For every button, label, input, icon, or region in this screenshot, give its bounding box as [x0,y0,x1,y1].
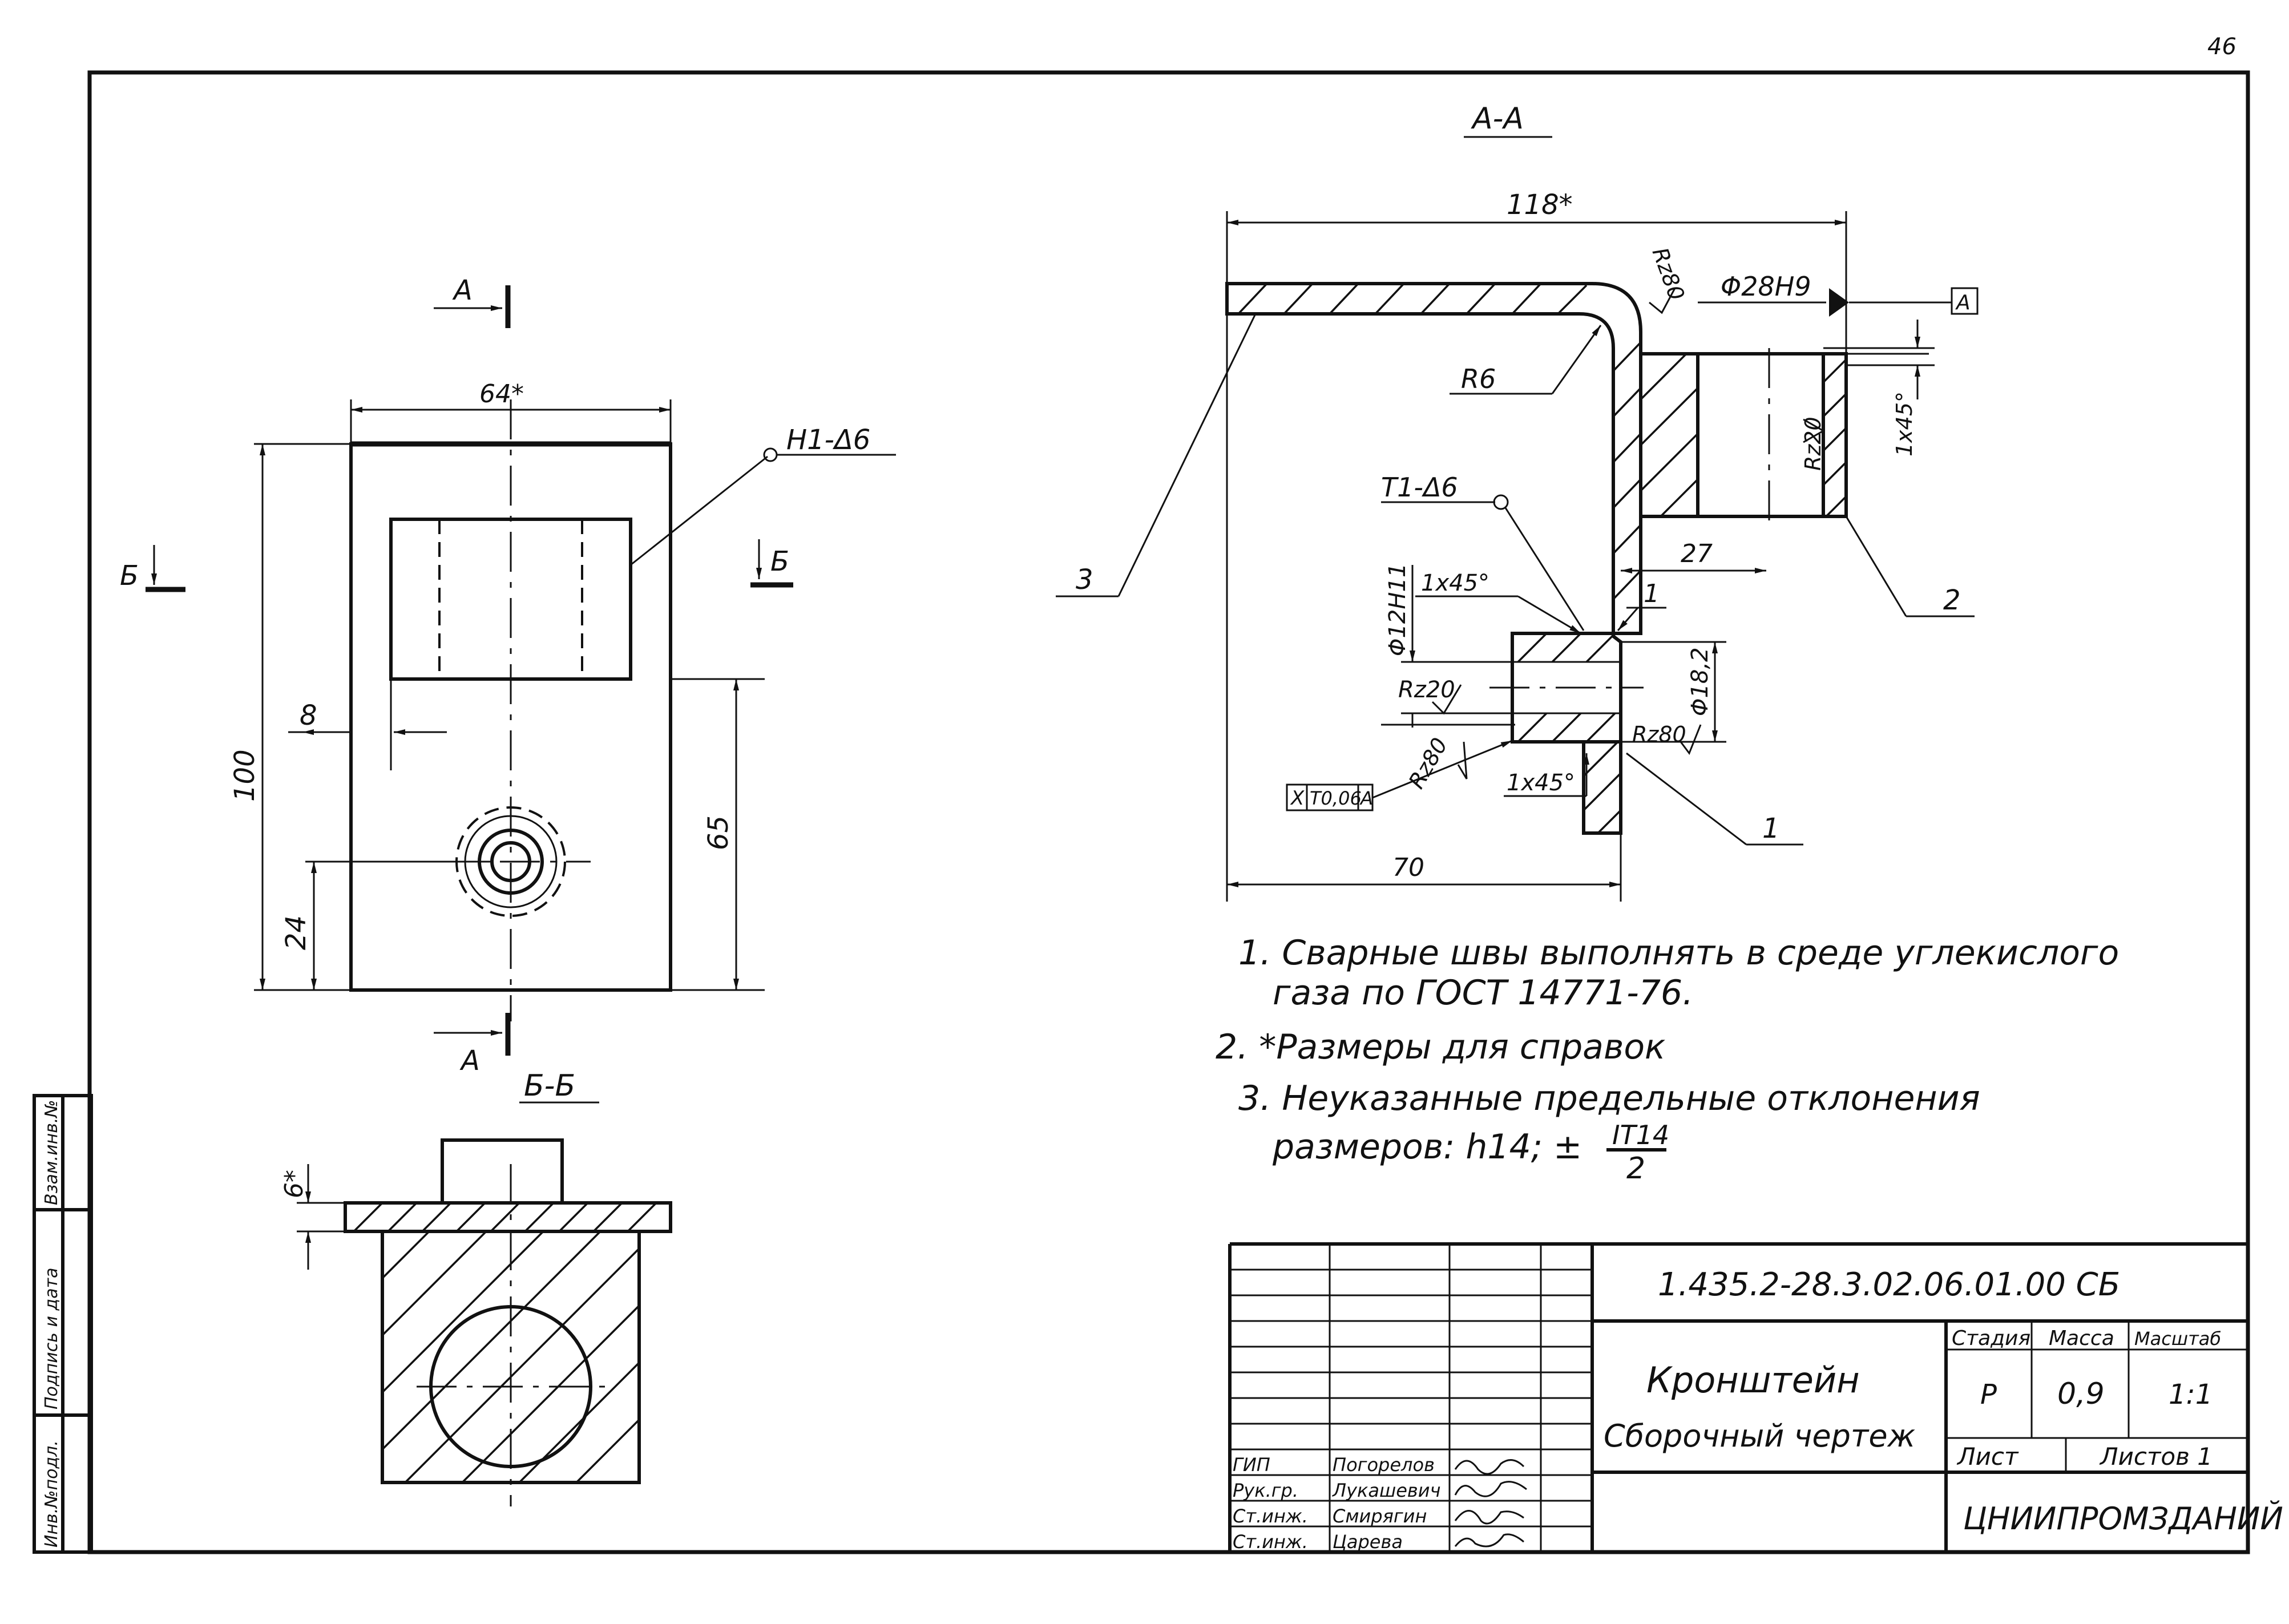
rough-rz20-left: Rz20 [1398,677,1455,703]
role-2: Рук.гр. [1233,1480,1298,1501]
dim-118: 118* [1507,189,1573,221]
role-4: Ст.инж. [1233,1531,1308,1553]
bore-28h9: Φ28H9 [1721,271,1811,302]
section-bb: Б-Б 6* [280,1069,672,1506]
chamfer-bottom: 1x45° [1507,770,1575,796]
bore-12h11: Φ12H11 [1384,563,1411,656]
sheet-label: Лист [1956,1443,2019,1471]
name-4: Царева [1333,1531,1403,1553]
scale-value: 1:1 [2169,1379,2213,1411]
tol-symbol: X [1290,787,1305,810]
technical-notes: 1. Сварные швы выполнять в среде углекис… [1216,933,2119,1186]
stage-header: Стадия [1952,1327,2030,1350]
tol-fraction-num: IT14 [1612,1120,1669,1150]
note-line-5: размеров: h14; ± [1272,1127,1582,1167]
drawing-title: Кронштейн [1646,1359,1860,1401]
dim-width-64: 64* [479,379,524,409]
cut-b-left-label: Б [120,560,139,592]
part-leader-2: 2 [1943,584,1961,616]
datum-a-box: А [1955,291,1971,314]
name-1: Погорелов [1333,1454,1435,1476]
signature-4 [1454,1533,1524,1548]
tol-fraction-den: 2 [1626,1152,1645,1186]
name-3: Смирягин [1333,1505,1427,1527]
cut-a-top-label: А [452,274,473,306]
radius-r6: R6 [1461,363,1496,394]
note-line-2: газа по ГОСТ 14771-76. [1273,973,1693,1013]
dim-100: 100 [229,749,261,802]
signature-2 [1454,1481,1527,1497]
chamfer-right: 1x45° [1892,391,1917,457]
role-1: ГИП [1233,1454,1270,1476]
dim-8: 8 [300,700,317,732]
dim-6: 6* [280,1170,309,1198]
role-3: Ст.инж. [1233,1505,1308,1527]
stamp-signature: Подпись и дата [42,1268,62,1410]
doc-number: 1.435.2-28.3.02.06.01.00 СБ [1658,1266,2120,1303]
stage-value: Р [1980,1379,1997,1411]
organization: ЦНИИПРОМЗДАНИЙ [1963,1501,2283,1537]
drawing-subtitle: Сборочный чертеж [1604,1418,1916,1454]
note-line-4: 3. Неуказанные предельные отклонения [1238,1078,1980,1118]
section-aa: А-А [1056,102,1979,902]
rough-rz80-top: Rz80 [1648,244,1690,304]
rough-rz80-right: Rz80 [1632,722,1686,747]
mass-header: Масса [2049,1327,2114,1350]
sheets-label: Листов 1 [2099,1443,2213,1471]
dim-70: 70 [1392,853,1424,882]
cut-a-bottom-label: А [459,1045,480,1077]
mass-value: 0,9 [2057,1377,2105,1411]
section-aa-label: А-А [1471,102,1524,136]
drawing-frame [87,70,2250,1554]
dim-24: 24 [280,915,312,950]
dim-65: 65 [703,815,734,850]
page-number: 46 [2207,34,2236,60]
signature-1 [1454,1459,1525,1475]
weld-note-t1: Т1-Δ6 [1381,472,1458,503]
chamfer-top: 1x45° [1421,570,1489,596]
dia-18-2: Φ18,2 [1687,647,1713,716]
scale-header: Масштаб [2134,1328,2221,1350]
cut-b-right-label: Б [770,546,789,577]
note-line-3: 2. *Размеры для справок [1216,1027,1665,1067]
tol-datum: А [1359,787,1373,809]
dim-1: 1 [1644,579,1660,608]
tol-value: T0,06 [1310,787,1362,809]
section-bb-label: Б-Б [524,1069,575,1103]
weld-note-h1: Н1-Δ6 [786,424,870,456]
note-line-1: 1. Сварные швы выполнять в среде углекис… [1238,933,2119,973]
part-leader-1: 1 [1762,813,1780,845]
stamp-replace-no: Взам.инв.№ [42,1100,62,1205]
name-2: Лукашевич [1332,1480,1440,1501]
stamp-inv-no: Инв.№подл. [42,1440,62,1548]
part-leader-3: 3 [1076,564,1093,596]
signature-3 [1454,1510,1524,1525]
front-view: 64* Н1-Δ6 8 100 24 65 А А [120,274,896,1077]
title-block: ГИП Рук.гр. Ст.инж. Ст.инж. Погорелов Лу… [1170,1242,2283,1554]
dim-27: 27 [1681,539,1713,568]
side-stamp: Инв.№подл. Подпись и дата Взам.инв.№ [33,1094,93,1554]
rough-rz80-left: Rz80 [1404,733,1452,793]
